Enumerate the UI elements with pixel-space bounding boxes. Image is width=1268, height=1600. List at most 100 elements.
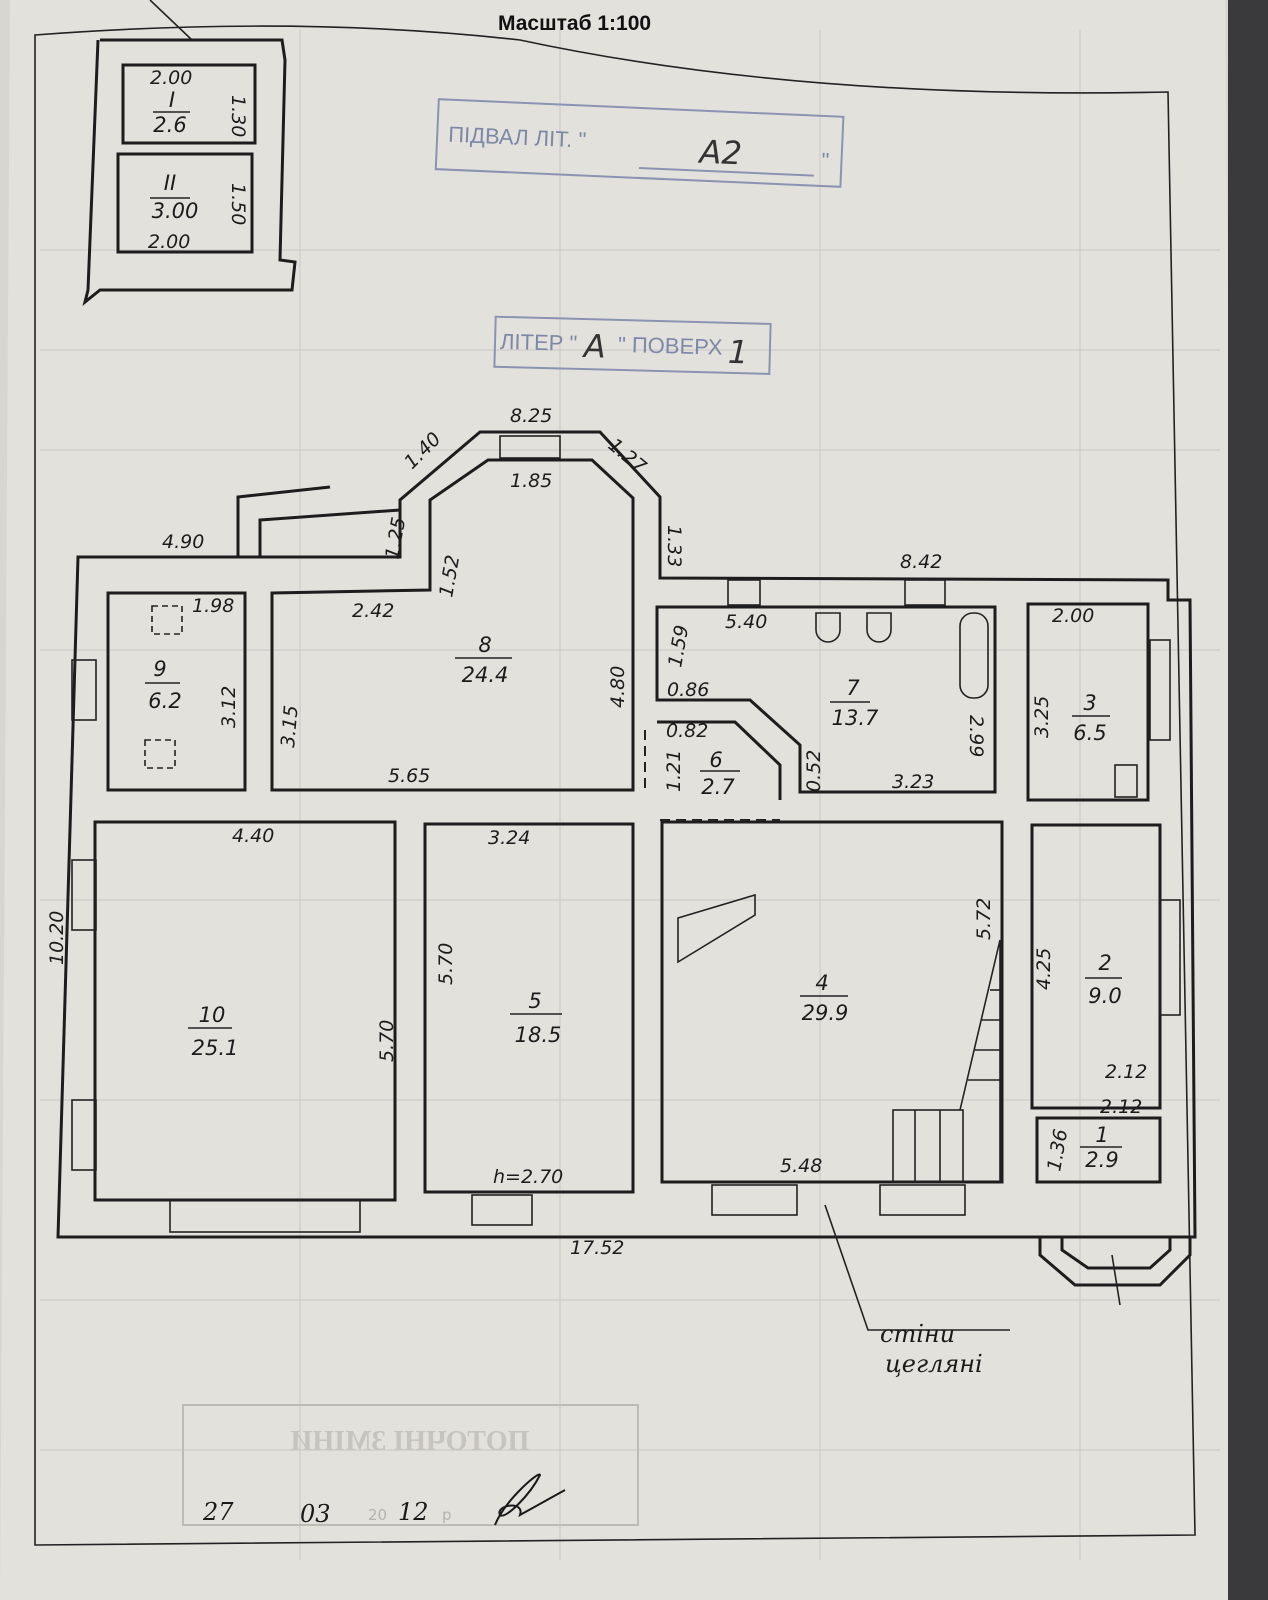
dim-label: 3.25	[1031, 696, 1053, 738]
room-7-outline	[655, 605, 997, 794]
dim-label: 4.40	[232, 825, 274, 847]
basement-inset: 2.00 I 2.6 1.30 II 3.00 1.50 2.00	[82, 38, 297, 306]
dim-label: 2.12	[1105, 1061, 1147, 1083]
wall-material-note: стіни	[880, 1320, 955, 1348]
dim-label: 3.24	[488, 827, 530, 849]
room-area: 2.6	[153, 113, 186, 137]
dim-label: 1.21	[663, 750, 685, 792]
dim-label: 2.42	[352, 600, 394, 622]
ventilation-icons	[144, 605, 183, 769]
windows	[71, 435, 1181, 1233]
room-area: 6.5	[1073, 721, 1106, 745]
room-number: 8	[478, 633, 491, 657]
date-year-prefix: 20	[368, 1506, 387, 1524]
dim-label: 5.40	[725, 611, 767, 633]
room-number: 3	[1083, 691, 1096, 715]
dim-label: 1.98	[192, 595, 234, 617]
dim-label: 17.52	[570, 1237, 624, 1259]
leader-line	[149, 0, 193, 41]
stamp-value: А2	[697, 133, 743, 173]
room-number: I	[169, 88, 175, 112]
outer-wall	[56, 430, 1197, 1239]
dim-label: 10.20	[46, 911, 68, 965]
stamp-label: ЛІТЕР "	[500, 329, 578, 356]
dim-label: 5.72	[973, 898, 995, 940]
dim-label: 2.00	[1052, 605, 1094, 627]
room-9-outline	[106, 591, 247, 792]
dim-label: 2.99	[965, 715, 987, 757]
room-number: 7	[846, 676, 860, 700]
floor-plan	[56, 430, 1197, 1331]
ceiling-height: h=2.70	[493, 1166, 563, 1188]
room-4: 429.9	[800, 971, 848, 1025]
room-6-outline	[657, 720, 782, 800]
entrance-steps	[236, 485, 401, 557]
dim-label: 5.65	[388, 765, 430, 787]
dim-label: 5.48	[780, 1155, 822, 1177]
dim-label: 0.52	[803, 750, 825, 792]
room-area: 24.4	[462, 663, 509, 687]
stamp-label: "	[821, 148, 830, 173]
room-7: 713.7	[830, 676, 879, 730]
dim-label: 0.82	[666, 720, 708, 742]
dim-label: 0.86	[667, 679, 709, 701]
room-8-outline	[270, 458, 635, 792]
room-1: 12.9	[1080, 1123, 1122, 1172]
room-area: 2.9	[1085, 1148, 1118, 1172]
note-leader	[824, 1204, 1010, 1331]
stamp-label: ПІДВАЛ ЛІТ. "	[448, 122, 587, 153]
room-5-outline	[423, 822, 635, 1194]
stamp-title: ПОТОЧНІ ЗМІНИ	[290, 1426, 529, 1457]
dim-label: 4.80	[607, 666, 629, 708]
room-number: 9	[153, 657, 166, 681]
room-area: 29.9	[802, 1001, 849, 1025]
room-area: 18.5	[515, 1023, 562, 1047]
room-number: 4	[815, 971, 828, 995]
page-frame	[34, 25, 1196, 1546]
room-8: 824.4	[455, 633, 512, 687]
room-area: 2.7	[701, 775, 735, 799]
floor-stamp: ЛІТЕР " А " ПОВЕРХ 1	[493, 315, 772, 375]
room-area: 13.7	[832, 706, 879, 730]
date-month: 03	[300, 1500, 331, 1528]
stamp-label: " ПОВЕРХ	[618, 332, 723, 360]
basement-stamp: ПІДВАЛ ЛІТ. " А2 "	[434, 98, 845, 188]
stamp-value: 1	[727, 333, 748, 372]
dim-label: 3.12	[218, 686, 240, 728]
room-number: 2	[1098, 951, 1111, 975]
signature	[494, 1473, 566, 1526]
room-2: 29.0	[1085, 951, 1122, 1008]
dim-label: 4.25	[1033, 948, 1055, 990]
grid-lines	[40, 30, 1220, 1560]
wall-material-note: цегляні	[885, 1350, 983, 1378]
room-9: 96.2	[145, 657, 182, 713]
stamp-value: А	[581, 327, 606, 366]
date-day: 27	[202, 1498, 234, 1526]
room-6: 62.7	[700, 748, 740, 799]
binder-edge	[1228, 0, 1268, 1600]
room-10: 10 25.1	[188, 1003, 238, 1060]
room-5: 518.5	[510, 989, 562, 1047]
dim-label: 3.15	[277, 704, 303, 748]
dim-label: 4.90	[162, 531, 204, 553]
dim-label: 1.30	[227, 95, 249, 137]
dim-label: 1.33	[663, 525, 685, 567]
room-1-outline	[1035, 1116, 1162, 1184]
room-area: 3.00	[152, 199, 199, 223]
dim-label: 1.85	[510, 470, 552, 492]
dim-label: 5.70	[435, 943, 457, 985]
dim-label: 3.23	[892, 771, 934, 793]
dim-label: 1.50	[227, 183, 249, 225]
date-year-suffix: р	[442, 1506, 452, 1524]
room-4-outline	[660, 820, 1004, 1184]
room-3-outline	[1026, 602, 1150, 802]
bathroom-fixtures	[815, 612, 1138, 798]
dim-label: 2.12	[1100, 1096, 1142, 1118]
staircase	[677, 893, 1001, 1183]
room-area: 25.1	[192, 1036, 239, 1060]
room-number: 10	[199, 1003, 226, 1027]
dim-label: 5.70	[376, 1020, 398, 1062]
room-number: II	[164, 171, 176, 195]
